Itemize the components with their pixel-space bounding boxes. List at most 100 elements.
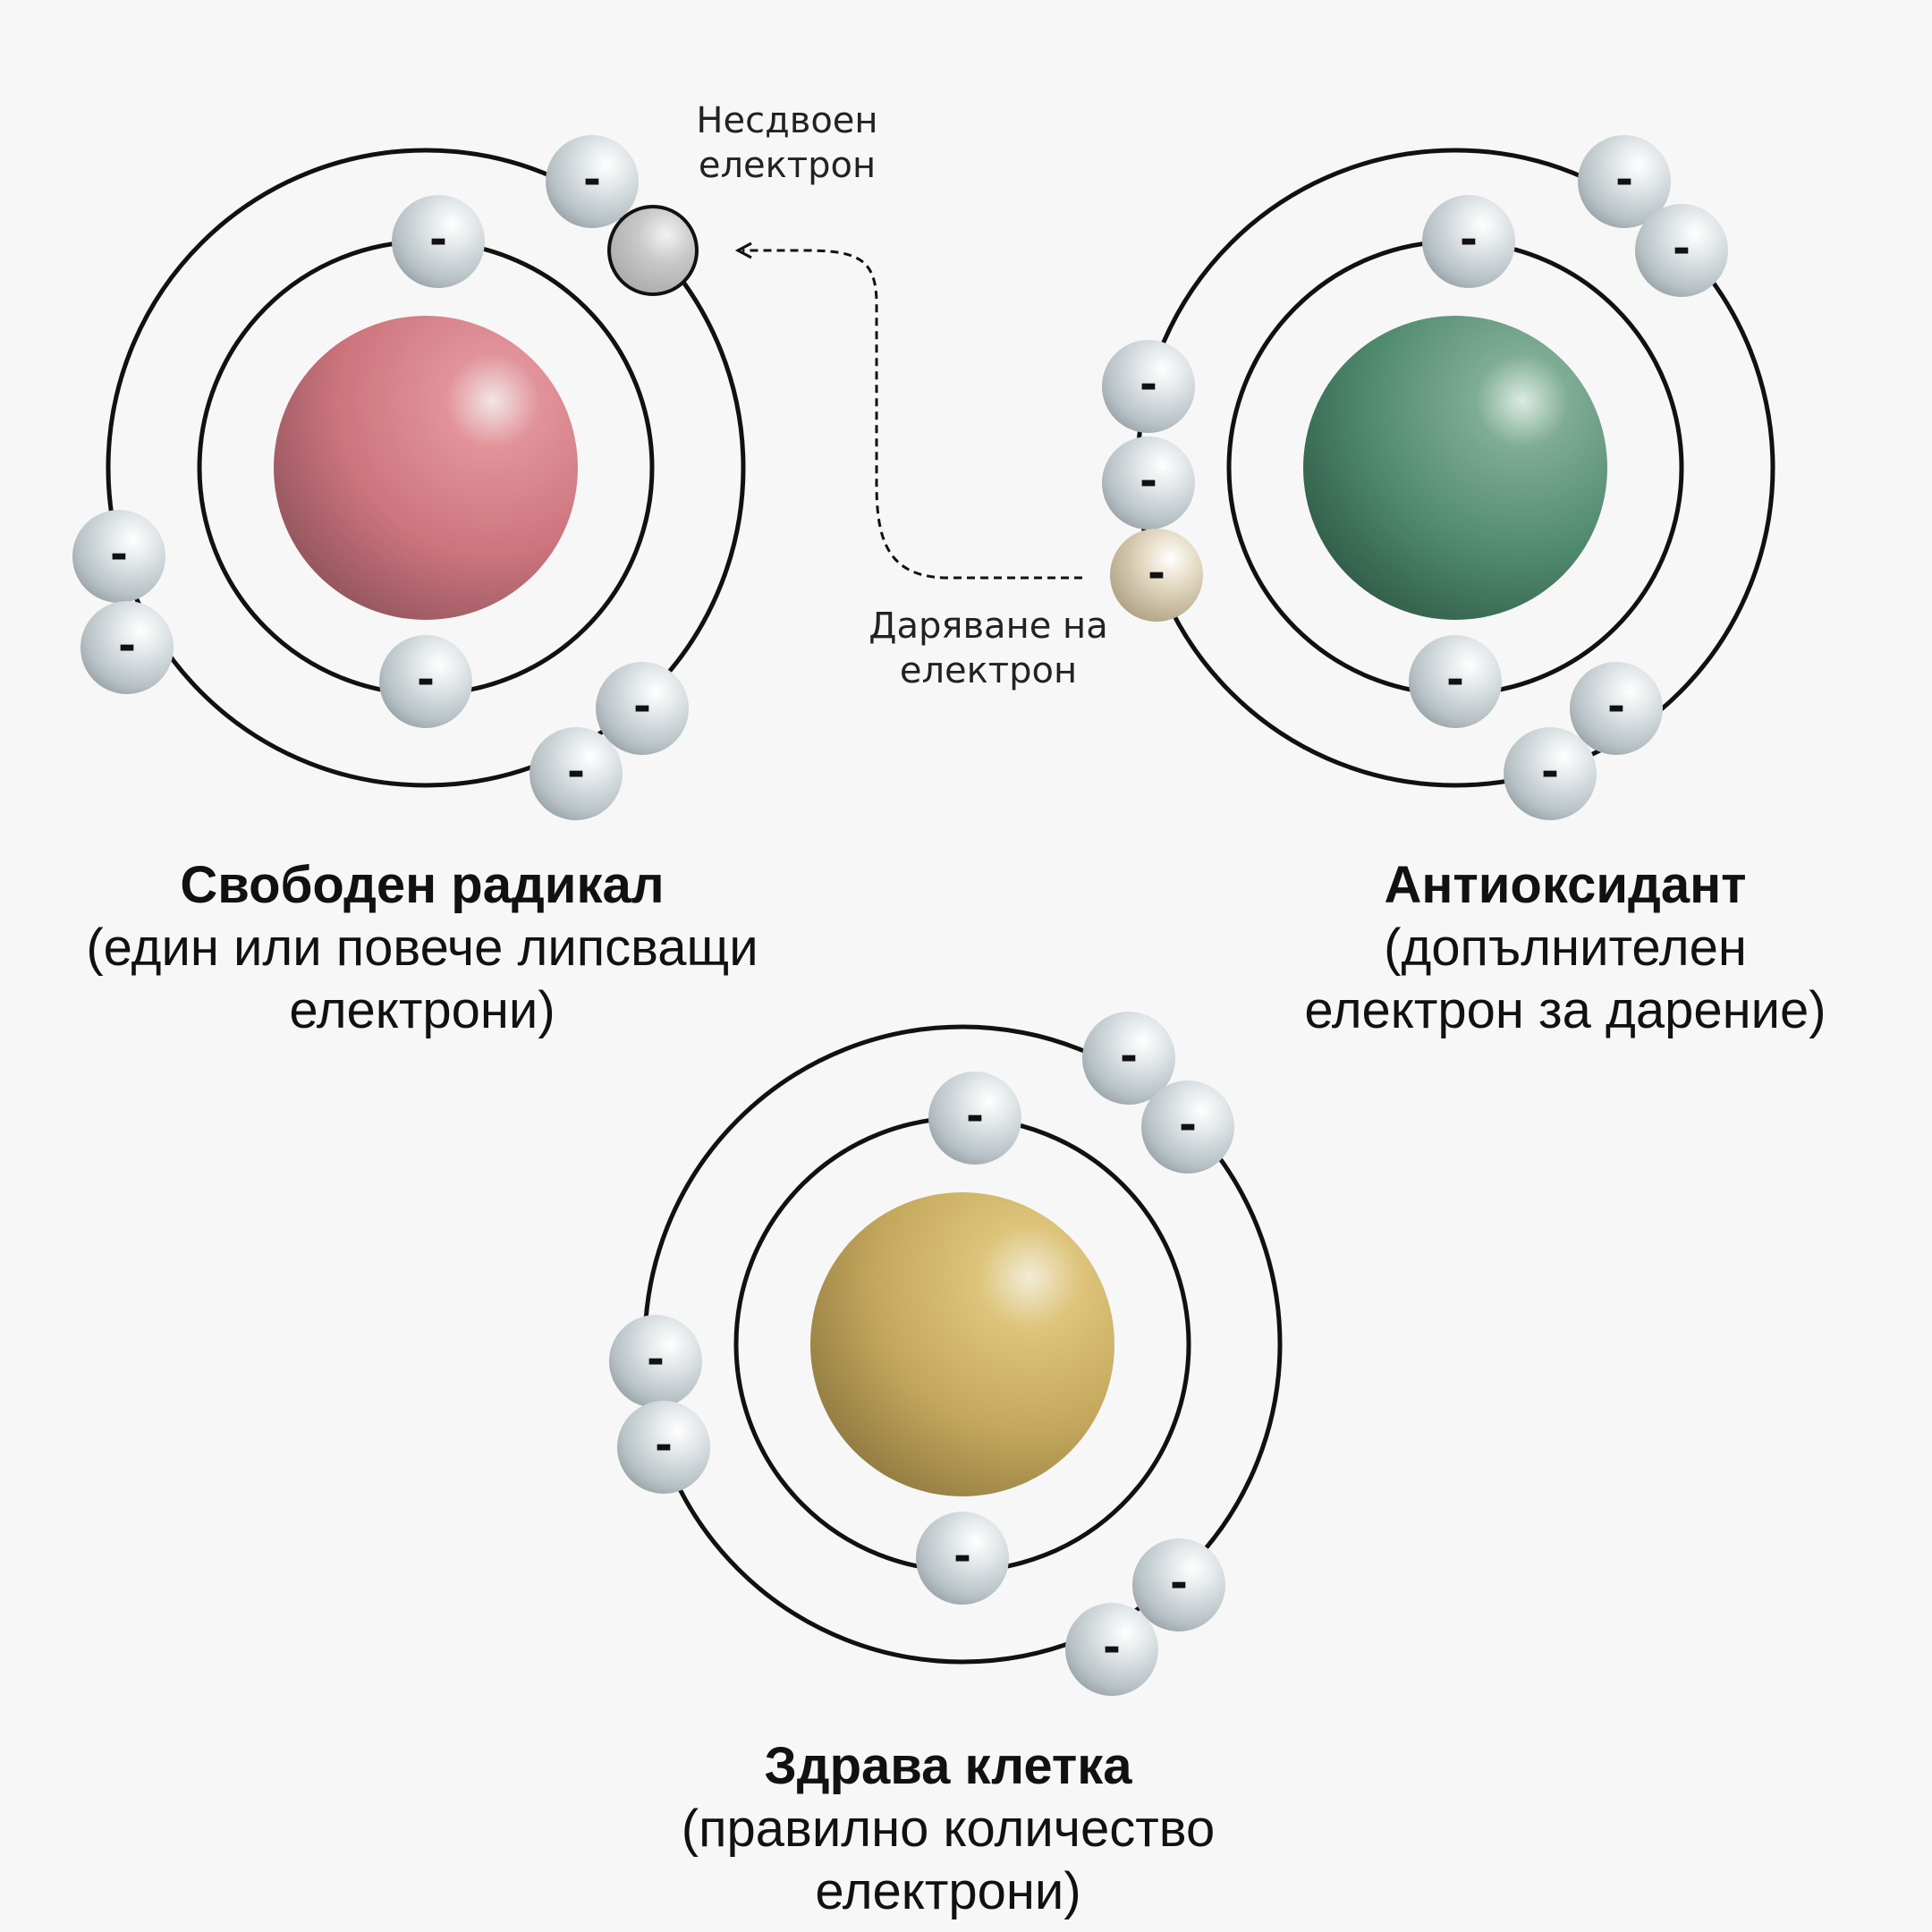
- electron-sign: -: [647, 1335, 665, 1385]
- label-line: електрон: [899, 650, 1078, 691]
- outer-orbit: [106, 148, 746, 788]
- electron: -: [1635, 204, 1728, 297]
- electron-sign: -: [429, 215, 447, 265]
- antioxidant-subtitle-1: (допълнителен: [1384, 919, 1747, 977]
- electron: -: [72, 510, 165, 603]
- donation-arrow: [734, 242, 1082, 580]
- electron-sign: -: [110, 530, 128, 580]
- electron: -: [1082, 1012, 1175, 1105]
- unpaired-electron-label: Несдвоен електрон: [662, 98, 912, 188]
- electron: -: [546, 135, 639, 228]
- electron-sphere: [1578, 135, 1671, 228]
- electron-sphere: [1110, 529, 1203, 622]
- electron: -: [617, 1401, 710, 1494]
- electron-sign: -: [1541, 747, 1559, 797]
- electron-sign: -: [1179, 1100, 1197, 1150]
- electron-sign: -: [1148, 548, 1165, 598]
- electron: -: [1102, 436, 1195, 530]
- electron: -: [1409, 635, 1502, 728]
- electron-sign: -: [567, 747, 585, 797]
- electron: -: [609, 1315, 702, 1408]
- donated-electron: -: [1110, 529, 1203, 622]
- electron: -: [530, 727, 623, 820]
- electron: -: [1570, 662, 1663, 755]
- electron: -: [379, 635, 472, 728]
- electron: -: [928, 1072, 1021, 1165]
- electron-sign: -: [655, 1420, 673, 1470]
- arrow-head: [734, 242, 752, 259]
- electron-sphere: [1570, 662, 1663, 755]
- electron-sphere: [392, 195, 485, 288]
- electron: -: [392, 195, 485, 288]
- nucleus-red: [274, 316, 578, 620]
- electron-sign: -: [583, 155, 601, 205]
- nucleus-green: [1303, 316, 1607, 620]
- healthy-cell-subtitle-2: електрони): [815, 1862, 1081, 1920]
- dashed-arrow-path: [742, 249, 1082, 580]
- electron-sphere: [617, 1401, 710, 1494]
- label-line: Несдвоен: [696, 100, 878, 141]
- electron: -: [1504, 727, 1597, 820]
- antioxidant-subtitle-2: електрон за дарение): [1304, 981, 1826, 1039]
- free-radical-title: Свободен радикал: [180, 856, 665, 914]
- electron-sign: -: [953, 1531, 971, 1581]
- antioxidant-title: Антиоксидант: [1384, 856, 1747, 914]
- electron-sphere: [1065, 1603, 1158, 1696]
- free-radical-caption: Свободен радикал (един или повече липсва…: [0, 854, 844, 1042]
- label-line: Даряване на: [869, 606, 1108, 647]
- electron-sign: -: [1120, 1031, 1138, 1081]
- healthy-cell-caption: Здрава клетка (правилно количество елект…: [590, 1735, 1306, 1923]
- free-radical-subtitle-1: (един или повече липсващи: [86, 919, 758, 977]
- electron-sphere: [1422, 195, 1515, 288]
- electron: -: [1102, 340, 1195, 433]
- electron: -: [1132, 1538, 1225, 1631]
- label-line: електрон: [698, 145, 877, 186]
- electron-sphere: [72, 510, 165, 603]
- electron-sphere: [379, 635, 472, 728]
- electron: -: [1578, 135, 1671, 228]
- electron-sign: -: [1446, 655, 1464, 705]
- electron-sphere: [1409, 635, 1502, 728]
- electron-sign: -: [1615, 155, 1633, 205]
- unpaired-electron: [607, 205, 699, 296]
- electron: -: [1065, 1603, 1158, 1696]
- antioxidant-caption: Антиоксидант (допълнителен електрон за д…: [1199, 854, 1932, 1042]
- electron-sphere: [80, 601, 174, 694]
- electron-sphere: [928, 1072, 1021, 1165]
- electron-sphere: [1504, 727, 1597, 820]
- electron: -: [596, 662, 689, 755]
- electron-sign: -: [417, 655, 435, 705]
- electron-sign: -: [1140, 456, 1157, 506]
- free-radical-atom: -------: [72, 135, 746, 820]
- electron-sphere: [546, 135, 639, 228]
- electron-sign: -: [633, 682, 651, 732]
- electron-sign: -: [1673, 224, 1690, 274]
- electron-sphere: [530, 727, 623, 820]
- electron-sphere: [916, 1512, 1009, 1605]
- electron-sign: -: [118, 621, 136, 671]
- electron-sphere: [1141, 1080, 1234, 1174]
- electron-sign: -: [1170, 1558, 1188, 1608]
- electron-donation-label: Даряване на електрон: [841, 604, 1136, 693]
- electron: -: [1422, 195, 1515, 288]
- healthy-cell-title: Здрава клетка: [764, 1737, 1132, 1795]
- electron-sphere: [1082, 1012, 1175, 1105]
- electron-sign: -: [1103, 1623, 1121, 1673]
- electron-sign: -: [1607, 682, 1625, 732]
- electron-sphere: [1102, 436, 1195, 530]
- electron-sphere: [1102, 340, 1195, 433]
- electron: -: [1141, 1080, 1234, 1174]
- electron-sphere: [1635, 204, 1728, 297]
- free-radical-subtitle-2: електрони): [289, 981, 555, 1039]
- nucleus-yellow: [810, 1192, 1114, 1496]
- electron-sphere: [596, 662, 689, 755]
- electron: -: [916, 1512, 1009, 1605]
- electron-sphere: [1132, 1538, 1225, 1631]
- antioxidant-atom: ---------: [1102, 135, 1775, 820]
- healthy-cell-subtitle-1: (правилно количество: [681, 1800, 1216, 1858]
- electron-sphere: [609, 1315, 702, 1408]
- electron: -: [80, 601, 174, 694]
- electron-sign: -: [1140, 360, 1157, 410]
- electron-sign: -: [1460, 215, 1478, 265]
